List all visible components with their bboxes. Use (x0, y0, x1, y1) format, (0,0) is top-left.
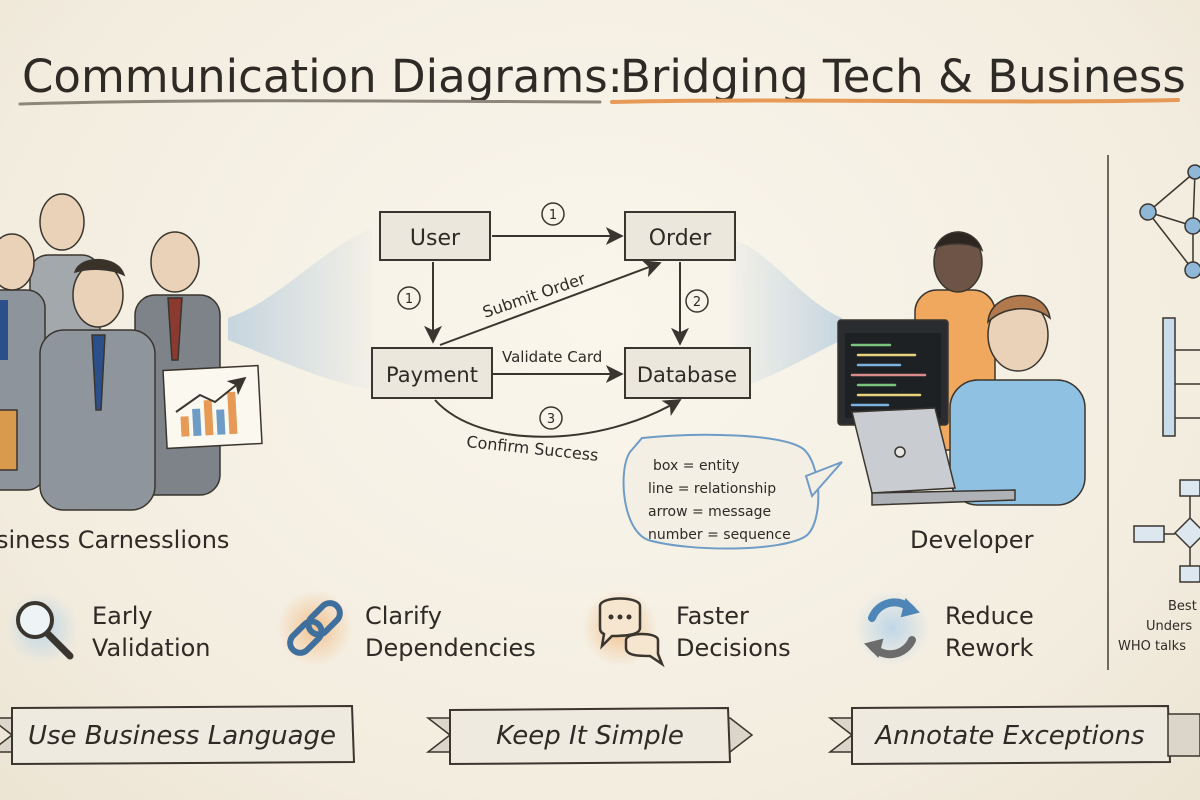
communication-diagram: User Order Payment Database 1 1 2 (371, 202, 751, 465)
right-panel: Best Unders WHO talks (1107, 155, 1200, 670)
developer-label: Developer (910, 526, 1034, 554)
svg-text:1: 1 (549, 208, 557, 223)
benefit-3-line-1: Faster (676, 602, 749, 630)
title-underline-orange (610, 98, 1180, 104)
business-people-illustration (0, 193, 263, 511)
flowchart-icon (1133, 479, 1200, 583)
legend-line-2: line = relationship (648, 481, 776, 497)
left-beam (228, 228, 372, 390)
legend-bubble: box = entity line = relationship arrow =… (622, 433, 843, 550)
node-payment-label: Payment (386, 363, 478, 387)
network-graph-icon (1139, 164, 1200, 279)
node-database-label: Database (637, 363, 737, 387)
node-user: User (379, 211, 491, 261)
developers-illustration (837, 231, 1086, 506)
speech-bubbles-icon (598, 597, 665, 668)
benefit-4-line-1: Reduce (945, 602, 1034, 630)
benefit-1-line-1: Early (92, 602, 153, 630)
sequence-marker-order-database: 2 (685, 289, 709, 313)
sequence-diagram-icon (1162, 317, 1200, 437)
benefit-reduce-rework: Reduce Rework (854, 590, 1034, 666)
benefit-early-validation: Early Validation (6, 592, 211, 664)
banner-annotate-exceptions: Annotate Exceptions (827, 704, 1200, 766)
benefit-1-line-2: Validation (92, 634, 211, 662)
chain-link-icon (287, 600, 343, 656)
svg-text:1: 1 (405, 292, 413, 307)
svg-text:3: 3 (547, 412, 555, 427)
right-panel-line-2: Unders (1146, 619, 1192, 634)
benefit-2-line-1: Clarify (365, 602, 442, 630)
magnifier-icon (16, 601, 74, 660)
benefit-faster-decisions: Faster Decisions (582, 590, 791, 668)
link-confirm-success (434, 399, 682, 438)
node-order-label: Order (649, 226, 712, 251)
sequence-marker-user-order: 1 (541, 202, 565, 226)
title-part-2: Bridging Tech & Business (620, 50, 1186, 103)
node-order: Order (624, 211, 736, 261)
banner-2-text: Keep It Simple (496, 721, 684, 751)
title-part-1: Communication Diagrams: (22, 50, 623, 103)
legend-line-4: number = sequence (648, 527, 791, 543)
benefit-4-line-2: Rework (945, 634, 1034, 662)
refresh-icon (864, 598, 920, 659)
node-user-label: User (410, 226, 461, 251)
benefit-clarify-dependencies: Clarify Dependencies (277, 590, 536, 666)
banner-1-text: Use Business Language (28, 721, 336, 751)
legend-line-3: arrow = message (648, 504, 771, 520)
sequence-marker-user-payment: 1 (397, 286, 421, 310)
title-underline-gray (18, 99, 602, 106)
banner-keep-it-simple: Keep It Simple (425, 706, 754, 766)
right-beam (730, 238, 842, 390)
node-database: Database (624, 347, 751, 399)
benefit-2-line-2: Dependencies (365, 634, 536, 662)
benefit-2-backdrop (277, 590, 353, 666)
sequence-marker-payment-database: 3 (539, 406, 563, 430)
banner-3-text: Annotate Exceptions (873, 721, 1144, 751)
title-group: Communication Diagrams: Bridging Tech & … (18, 50, 1186, 106)
left-group-label: siness Carnesslions (0, 526, 229, 554)
message-validate-card: Validate Card (502, 348, 602, 366)
banner-use-business-language: Use Business Language (0, 704, 356, 766)
right-panel-line-3: WHO talks (1118, 639, 1186, 654)
svg-text:2: 2 (693, 295, 701, 310)
right-panel-line-1: Best (1168, 599, 1197, 614)
node-payment: Payment (371, 347, 493, 399)
link-payment-order (439, 260, 662, 346)
benefit-3-line-2: Decisions (676, 634, 791, 662)
legend-line-1: box = entity (653, 458, 740, 474)
